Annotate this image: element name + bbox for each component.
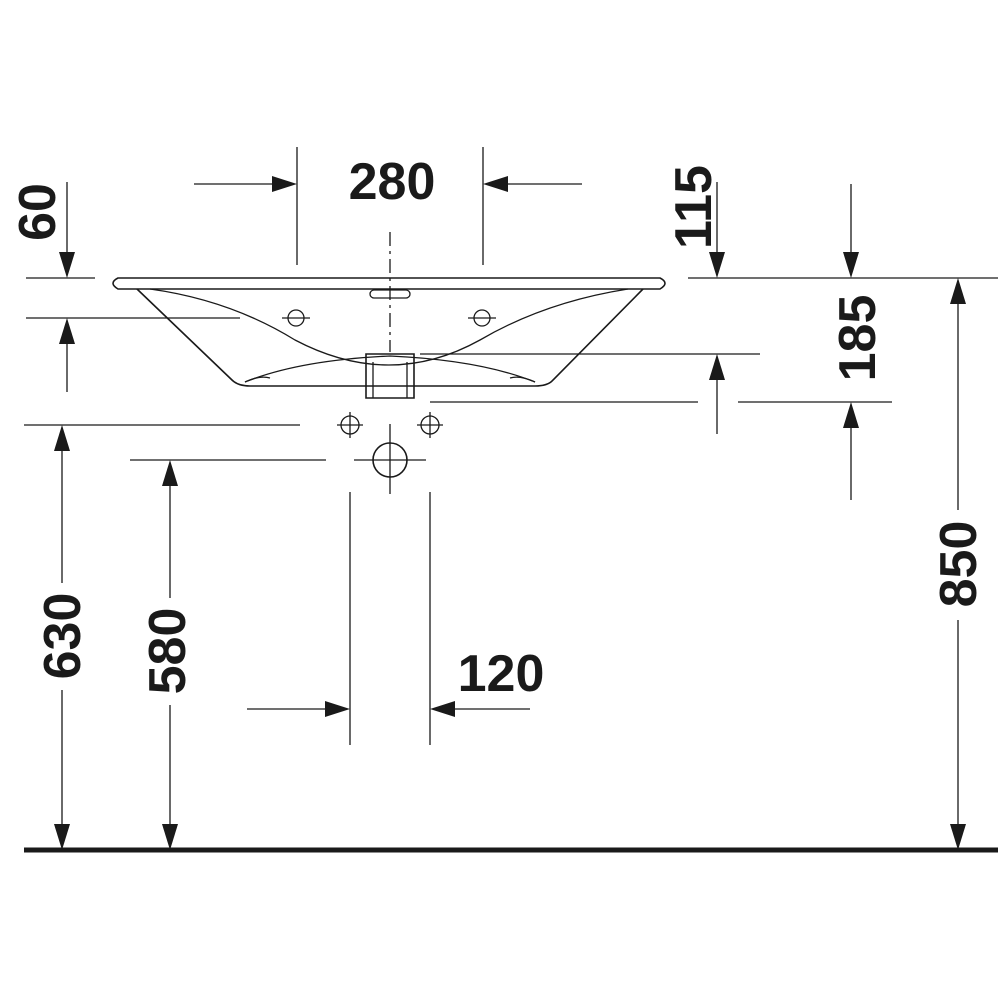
dimension-label-115: 115 xyxy=(665,165,723,249)
dimension-label-60: 60 xyxy=(9,183,67,241)
dimension-label-580: 580 xyxy=(139,608,197,695)
dimension-label-630: 630 xyxy=(34,593,92,680)
extension-lines xyxy=(24,147,998,745)
washbasin-outline xyxy=(112,232,666,399)
dimension-basin-depth: 185 xyxy=(829,184,887,500)
dimension-label-280: 280 xyxy=(349,153,436,211)
connection-symbols xyxy=(337,412,443,494)
dimension-inlet-height: 630 xyxy=(34,425,92,850)
dimension-waste-spacing: 120 xyxy=(247,645,544,717)
dimension-label-185: 185 xyxy=(829,295,887,382)
dimension-rim-to-tap: 115 xyxy=(665,165,725,434)
dimension-tap-spacing: 280 xyxy=(194,153,582,211)
dimension-top-offset: 60 xyxy=(9,182,75,392)
dimension-label-120: 120 xyxy=(458,645,545,703)
dimension-rim-height: 850 xyxy=(930,278,988,850)
dimension-label-850: 850 xyxy=(930,521,988,608)
dimension-waste-height: 580 xyxy=(139,460,197,850)
